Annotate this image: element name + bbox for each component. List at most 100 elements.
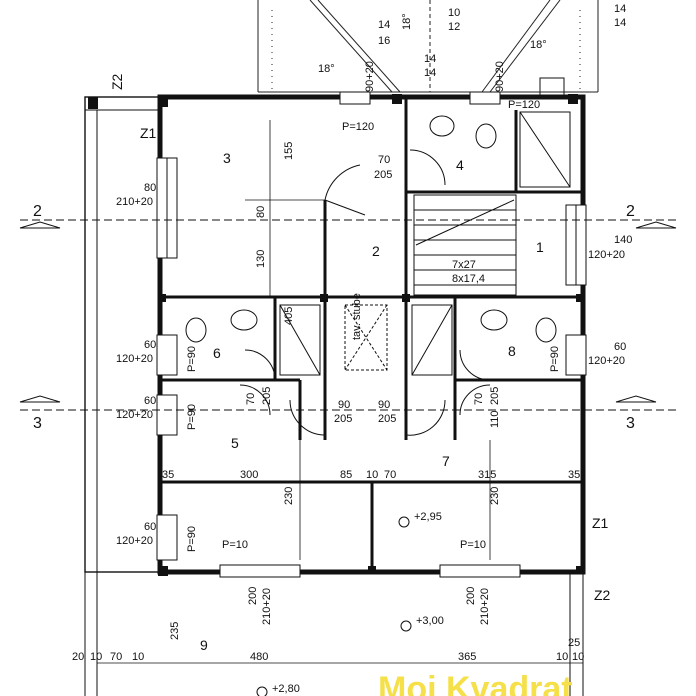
roof-angle-right: 18° (530, 39, 547, 51)
tag-z2-top: Z2 (109, 73, 125, 90)
label-p90-8: P=90 (549, 346, 561, 372)
dim-70b: 70 (110, 651, 122, 663)
dim-10b: 10 (132, 651, 144, 663)
label-p10-b: P=10 (460, 539, 486, 551)
door-swings (239, 149, 491, 436)
roof-outline (257, 0, 599, 93)
win-8-w: 60 (614, 341, 626, 353)
tag-z2-right: Z2 (594, 587, 611, 603)
label-p10-a: P=10 (222, 539, 248, 551)
dim-130: 130 (255, 250, 267, 268)
dim-80: 80 (255, 206, 267, 218)
windows (156, 91, 587, 578)
tag-z1-right: Z1 (592, 515, 609, 531)
roof-window-b: 90+20 (494, 61, 506, 92)
watermark: Moj Kvadrat (378, 670, 573, 696)
section-marker-2-left: 2 (33, 203, 42, 220)
door-4-w: 70 (378, 154, 390, 166)
dim-10c: 10 (556, 651, 568, 663)
win-6-w: 60 (144, 339, 156, 351)
stair-steps-1: 7x27 (452, 259, 476, 271)
dim-365: 365 (458, 651, 476, 663)
level-mark-295 (398, 516, 410, 528)
door-6-w: 70 (245, 393, 257, 405)
level-295: +2,95 (414, 511, 442, 523)
roof-dim-16: 16 (378, 35, 390, 47)
win-5b-h: 120+20 (116, 535, 153, 547)
roof-dim-14c: 14 (424, 67, 436, 79)
dim-315: 315 (478, 469, 496, 481)
dim-35a: 35 (162, 469, 174, 481)
roof-window-a: 90+20 (364, 61, 376, 92)
roof-dim-14b: 14 (424, 53, 436, 65)
door-5-w: 90 (338, 399, 350, 411)
section-marker-3-right: 3 (626, 415, 635, 432)
win-1-h: 120+20 (588, 249, 625, 261)
staircase (344, 194, 517, 371)
dim-10d: 10 (572, 651, 584, 663)
tag-z1-top: Z1 (140, 125, 157, 141)
stair-steps-2: 8x17,4 (452, 273, 485, 285)
level-300: +3,00 (416, 615, 444, 627)
dim-300: 300 (240, 469, 258, 481)
roof-dim-10: 10 (448, 7, 460, 19)
dim-85: 85 (340, 469, 352, 481)
level-mark-300 (400, 620, 412, 632)
door-8-w: 70 (473, 393, 485, 405)
dim-235: 235 (169, 622, 181, 640)
roof-dim-14a: 14 (378, 19, 390, 31)
room-label-9: 9 (200, 637, 208, 653)
door-7-w: 90 (378, 399, 390, 411)
section-lines (20, 219, 676, 411)
win-3-w: 80 (144, 182, 156, 194)
label-p120-a: P=120 (342, 121, 374, 133)
columns (88, 94, 584, 576)
door-6-h: 205 (261, 387, 273, 405)
door-7-h: 205 (378, 413, 396, 425)
label-p90-6: P=90 (186, 346, 198, 372)
section-marker-3-left: 3 (33, 415, 42, 432)
dim-155: 155 (283, 142, 295, 160)
label-p120-b: P=120 (508, 99, 540, 111)
stair-note: tav. stube (351, 293, 363, 340)
dim-35b: 35 (568, 469, 580, 481)
door-8-h: 205 (489, 387, 501, 405)
dim-10a: 10 (90, 651, 102, 663)
win-5-w: 60 (144, 395, 156, 407)
door-4-h: 205 (374, 169, 392, 181)
label-p90-5b: P=90 (186, 526, 198, 552)
dimension-lines (97, 120, 583, 664)
roof-angle-mid: 18° (401, 13, 413, 30)
dim-110: 110 (489, 410, 501, 428)
roof-dim-14d: 14 (614, 3, 626, 15)
dim-25: 25 (568, 637, 580, 649)
roof-angle-left: 18° (318, 63, 335, 75)
roof-dim-14e: 14 (614, 17, 626, 29)
dim-20: 20 (72, 651, 84, 663)
win-8-h: 120+20 (588, 355, 625, 367)
label-p90-5: P=90 (186, 404, 198, 430)
win-5-h: 120+20 (116, 409, 153, 421)
room-label-5: 5 (231, 435, 239, 451)
level-mark-280 (256, 686, 268, 696)
room-label-8: 8 (508, 343, 516, 359)
dim-210b: 210+20 (479, 588, 491, 625)
dim-480: 480 (250, 651, 268, 663)
win-3-h: 210+20 (116, 196, 153, 208)
roof-dim-12: 12 (448, 21, 460, 33)
win-5b-w: 60 (144, 521, 156, 533)
dim-230b: 230 (489, 487, 501, 505)
dim-70: 70 (384, 469, 396, 481)
dim-405: 405 (283, 307, 295, 325)
room-label-1: 1 (536, 239, 544, 255)
sanitary-fixtures (185, 77, 571, 376)
door-5-h: 205 (334, 413, 352, 425)
dim-10: 10 (366, 469, 378, 481)
room-label-3: 3 (223, 150, 231, 166)
win-6-h: 120+20 (116, 353, 153, 365)
room-label-2: 2 (372, 243, 380, 259)
room-label-6: 6 (213, 345, 221, 361)
room-label-4: 4 (456, 157, 464, 173)
